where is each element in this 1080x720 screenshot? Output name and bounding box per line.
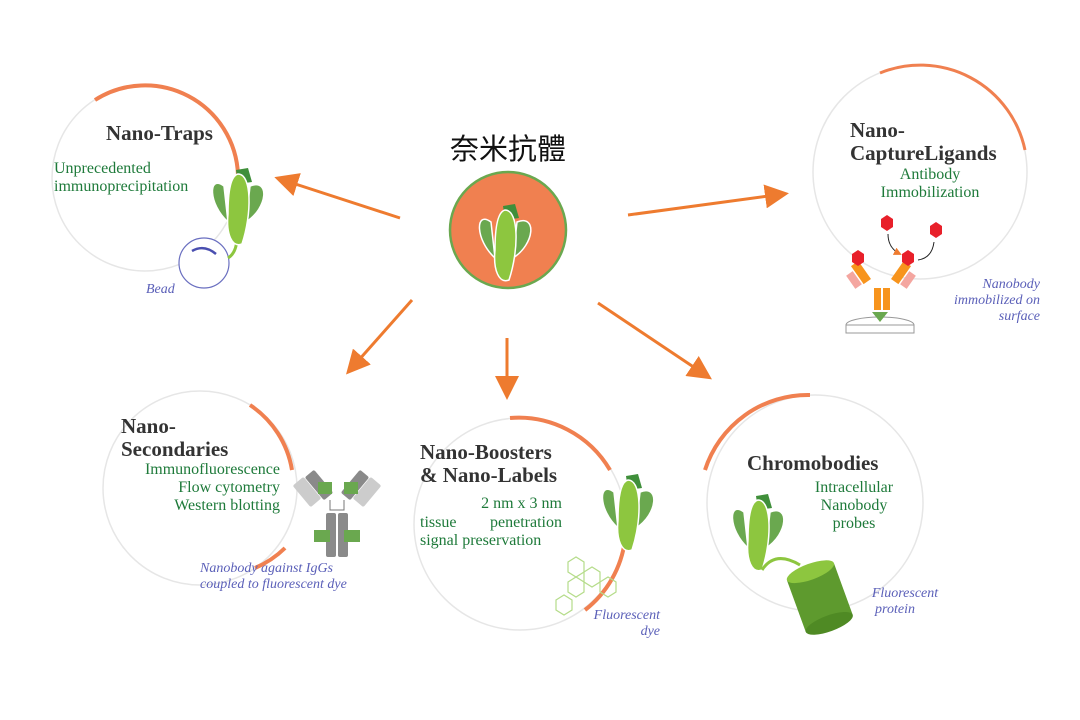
igg-antibody-icon bbox=[293, 470, 381, 557]
fluorescent-protein-icon bbox=[786, 560, 853, 635]
fluorescent-dye-icon bbox=[555, 556, 617, 616]
chromobodies-note-1: Fluorescent bbox=[871, 586, 939, 601]
boosters-desc-3: signal preservation bbox=[420, 532, 542, 549]
secondaries-note-2: coupled to fluorescent dye bbox=[200, 577, 347, 592]
nano-boosters-circle bbox=[413, 415, 655, 631]
secondaries-desc-1: Immunofluorescence bbox=[144, 461, 280, 478]
arrow-to-traps bbox=[274, 173, 401, 220]
capture-note-1: Nanobody bbox=[982, 277, 1040, 292]
arrow-to-capture bbox=[627, 184, 789, 217]
secondaries-desc-2: Flow cytometry bbox=[178, 479, 280, 496]
capture-note-3: surface bbox=[998, 309, 1040, 324]
center-nanobody bbox=[448, 170, 568, 290]
bead-icon bbox=[178, 237, 230, 289]
secondaries-note-1: Nanobody against IgGs bbox=[200, 561, 333, 576]
bead-label: Bead bbox=[146, 282, 175, 297]
capture-title-1: Nano- bbox=[850, 118, 905, 142]
arrows bbox=[274, 173, 789, 400]
capture-note-2: immobilized on bbox=[954, 293, 1040, 308]
secondaries-desc-3: Western blotting bbox=[174, 497, 280, 514]
nano-secondaries-circle bbox=[102, 390, 381, 586]
boosters-desc-1: 2 nm x 3 nm bbox=[481, 495, 562, 512]
capture-desc-2: Immobilization bbox=[880, 184, 980, 201]
boosters-title-2: & Nano-Labels bbox=[420, 463, 558, 487]
boosters-note-1: Fluorescent bbox=[593, 608, 660, 623]
secondaries-title-2: Secondaries bbox=[121, 437, 229, 461]
nano-traps-title: Nano-Traps bbox=[106, 121, 213, 145]
nanobody-icon bbox=[601, 473, 655, 552]
antibody-icon bbox=[846, 215, 942, 322]
capture-desc-1: Antibody bbox=[899, 166, 961, 183]
secondaries-title-1: Nano- bbox=[121, 414, 176, 438]
chromobodies-desc-3: probes bbox=[832, 515, 876, 532]
arrow-to-secondaries bbox=[346, 299, 414, 375]
chromobodies-title: Chromobodies bbox=[747, 451, 879, 475]
nano-traps-circle bbox=[51, 83, 265, 289]
center-title: 奈米抗體 bbox=[450, 132, 567, 166]
chromobodies-desc-2: Nanobody bbox=[820, 497, 888, 514]
boosters-desc-2: tissue penetration bbox=[420, 514, 562, 531]
chromobodies-circle bbox=[703, 392, 924, 635]
capture-title-2: CaptureLigands bbox=[850, 141, 997, 165]
chromobodies-desc-1: Intracellular bbox=[814, 479, 894, 496]
chromobodies-note-2: protein bbox=[875, 602, 915, 617]
boosters-title-1: Nano-Boosters bbox=[420, 440, 552, 464]
capture-ligands-circle bbox=[812, 63, 1028, 334]
arrow-to-chromobodies bbox=[597, 301, 712, 380]
boosters-note-2: dye bbox=[640, 624, 660, 639]
nano-traps-desc: Unprecedented immunoprecipitation bbox=[54, 160, 189, 195]
